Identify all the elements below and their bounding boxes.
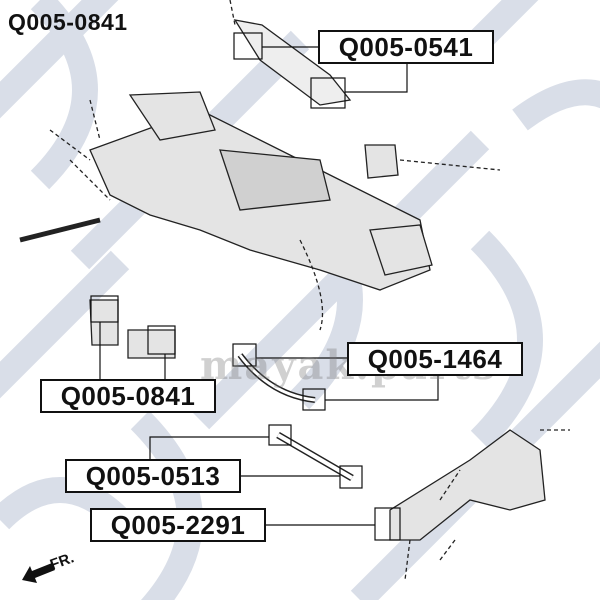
leader-lines [90, 32, 439, 541]
diagram-title: Q005-0841 [8, 9, 128, 35]
subframe [19, 0, 570, 581]
part-label-q005-2291[interactable]: Q005-2291 [90, 508, 266, 542]
front-arrow-icon [22, 563, 55, 583]
part-label-q005-0513[interactable]: Q005-0513 [65, 459, 241, 493]
part-label-q005-0841[interactable]: Q005-0841 [40, 379, 216, 413]
part-label-q005-1464[interactable]: Q005-1464 [347, 342, 523, 376]
part-label-q005-0541[interactable]: Q005-0541 [318, 30, 494, 64]
